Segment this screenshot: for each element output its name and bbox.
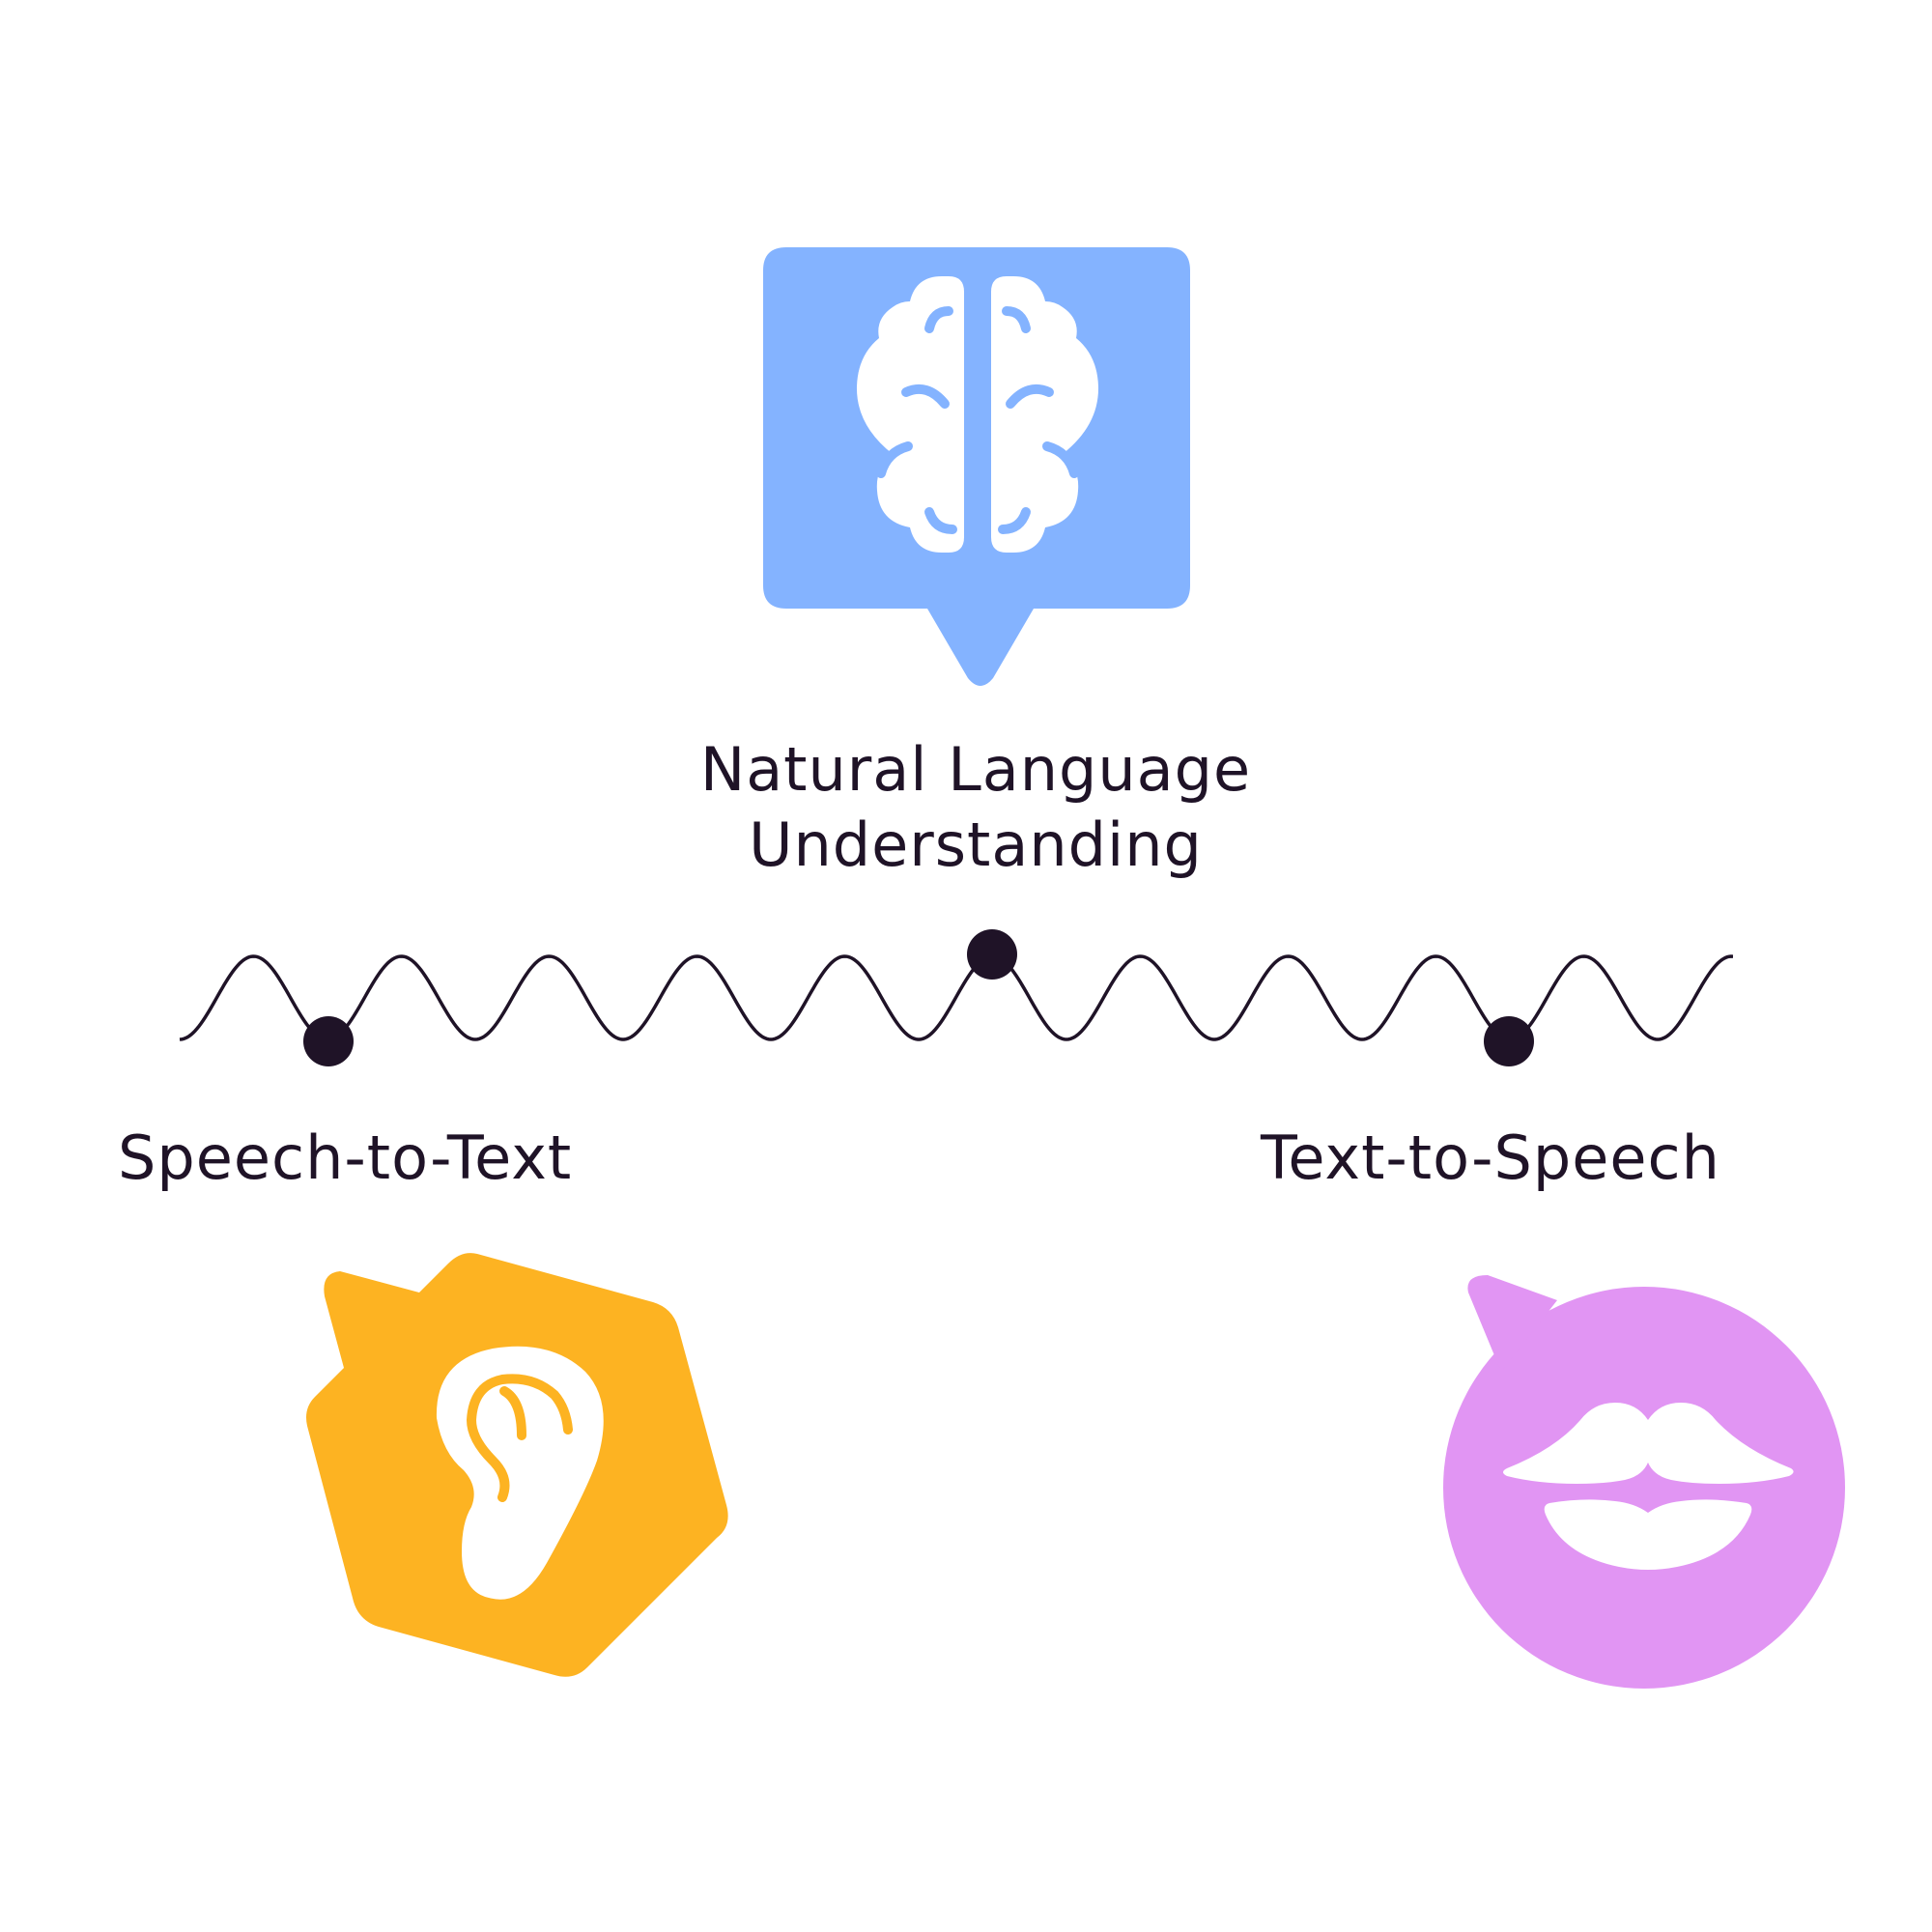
- wave-line: [179, 954, 1734, 1041]
- stt-node-dot: [303, 1016, 354, 1066]
- nlu-label-line1: Natural Language: [699, 734, 1252, 805]
- nlu-node-dot: [967, 929, 1017, 980]
- tts-bubble-tail: [1467, 1275, 1557, 1372]
- tts-bubble-circle: [1443, 1287, 1845, 1689]
- brain-icon: [856, 276, 1099, 553]
- tts-node-dot: [1484, 1016, 1534, 1066]
- nlu-bubble: [763, 247, 1190, 686]
- stt-badge: [306, 1253, 728, 1677]
- tts-label: Text-to-Speech: [1261, 1122, 1720, 1193]
- stt-label: Speech-to-Text: [118, 1122, 573, 1193]
- lips-icon: [1503, 1403, 1794, 1570]
- ear-icon: [436, 1346, 604, 1600]
- nlu-label: Natural Language Understanding: [580, 732, 1372, 883]
- tts-bubble: [1443, 1275, 1845, 1689]
- nlu-label-line2: Understanding: [749, 810, 1203, 880]
